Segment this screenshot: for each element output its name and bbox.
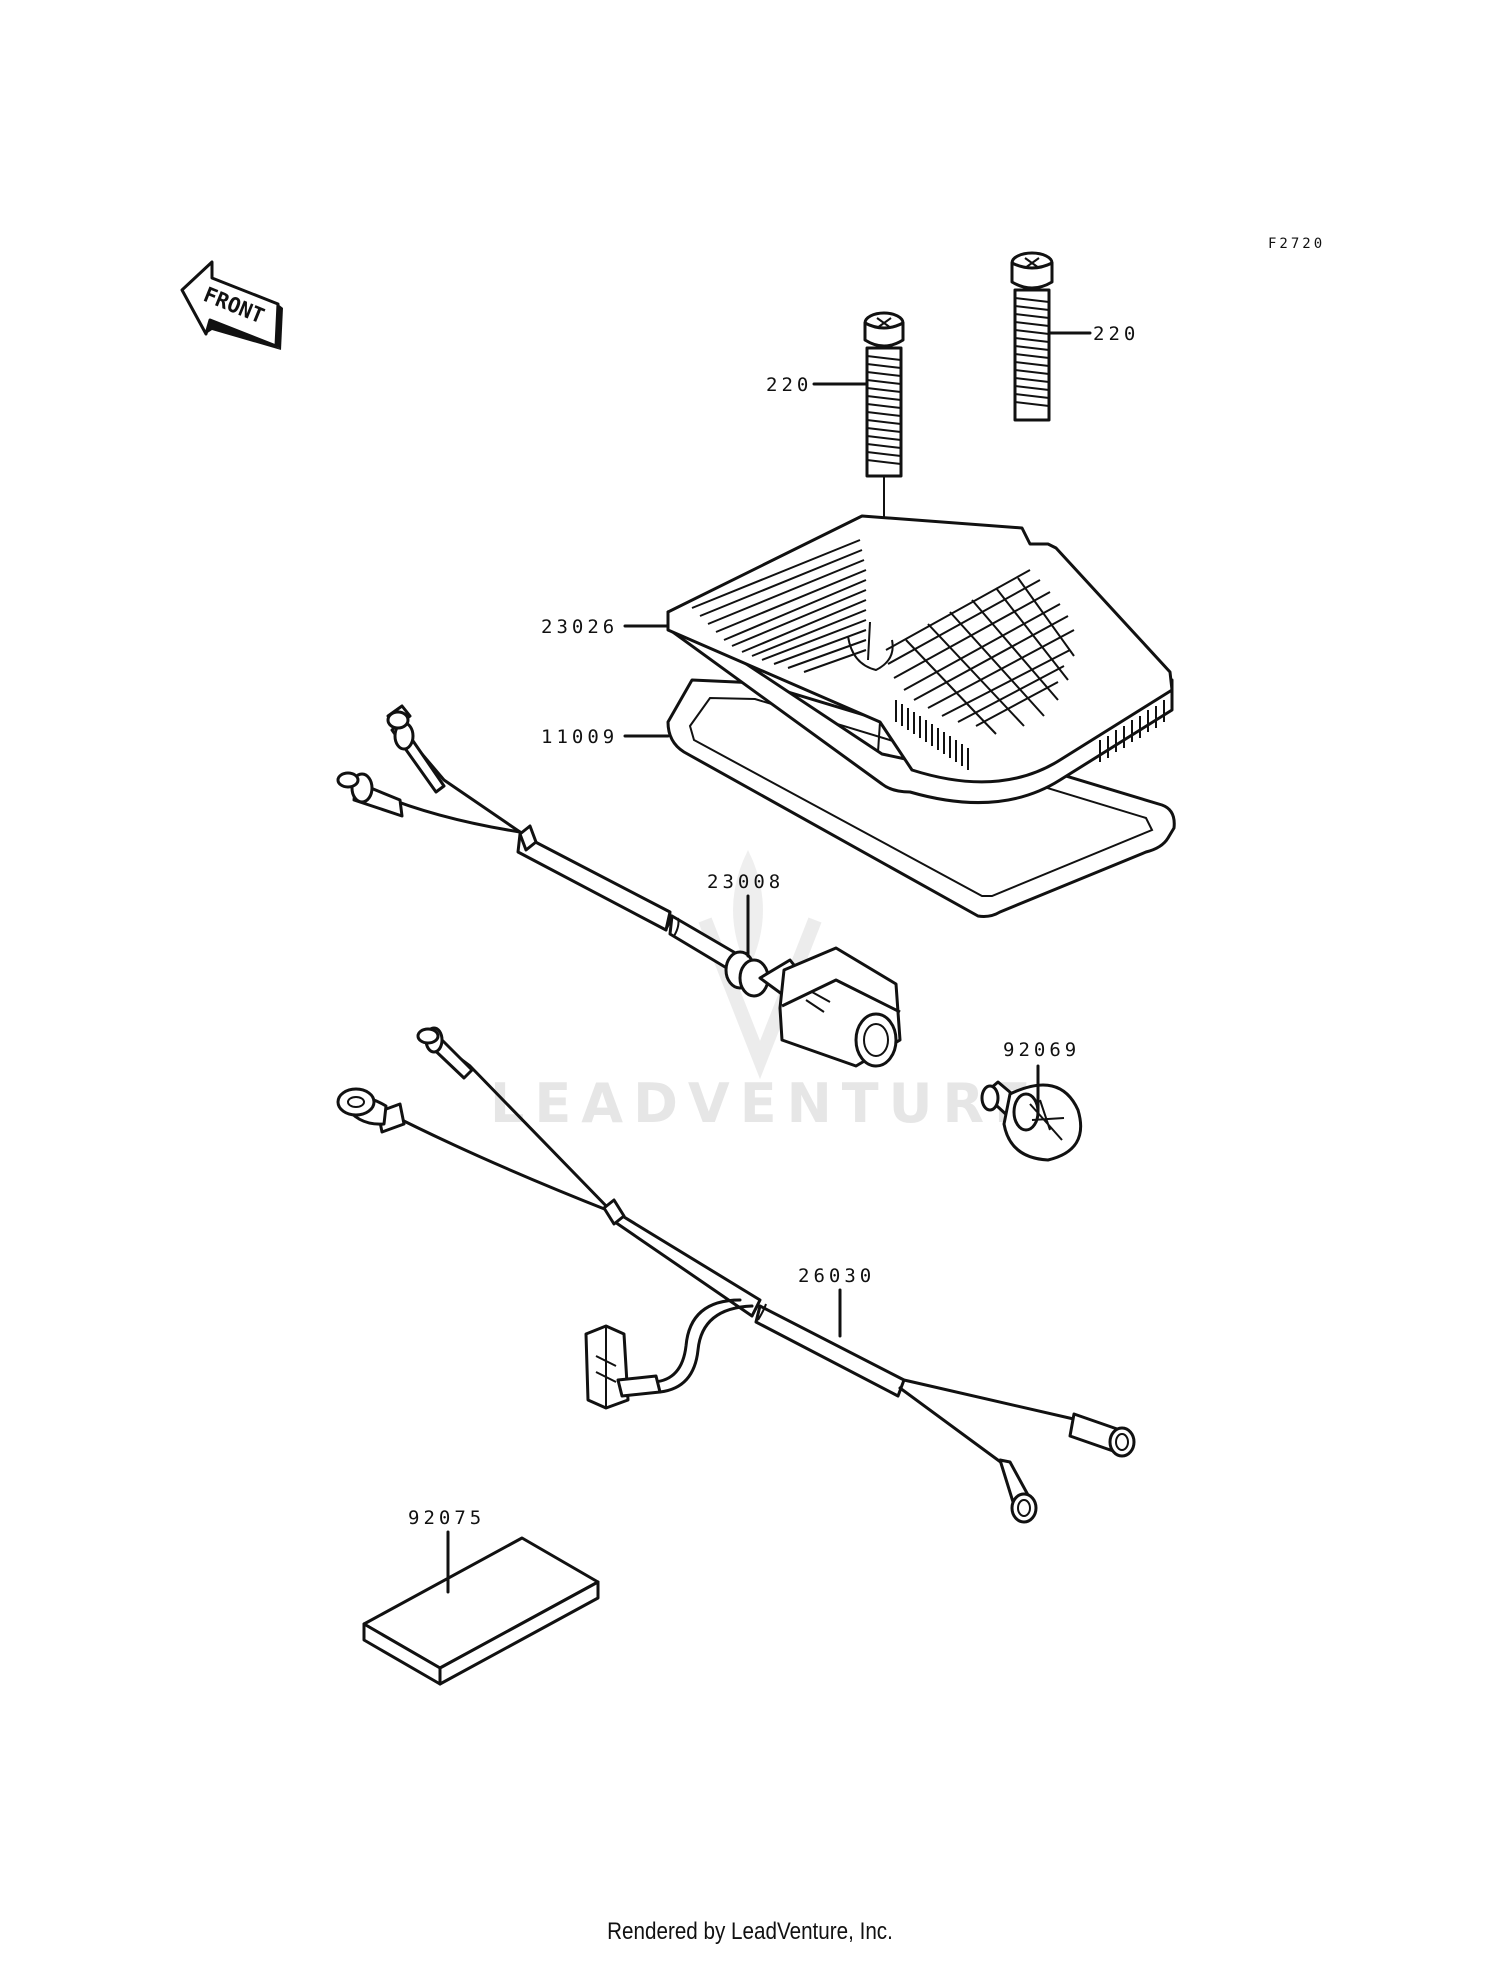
part-number-23008[interactable]: 23008	[707, 871, 784, 893]
front-arrow-icon: FRONT	[180, 260, 283, 350]
watermark-text: LEADVENTURE	[490, 1072, 1041, 1135]
screw-right[interactable]	[1010, 251, 1054, 422]
part-number-26030[interactable]: 26030	[798, 1265, 875, 1287]
socket[interactable]	[336, 704, 902, 1068]
lens-hatch-right	[885, 569, 1075, 735]
figure-code: F2720	[1268, 236, 1325, 252]
bulb[interactable]	[980, 1080, 1083, 1162]
part-number-92069[interactable]: 92069	[1003, 1039, 1080, 1061]
harness[interactable]	[336, 1026, 1136, 1524]
lens[interactable]	[666, 514, 1174, 805]
part-number-220-right[interactable]: 220	[1093, 323, 1139, 345]
pad[interactable]	[362, 1536, 600, 1686]
footer-credit: Rendered by LeadVenture, Inc.	[607, 1918, 893, 1945]
part-number-92075[interactable]: 92075	[408, 1507, 485, 1529]
part-number-11009[interactable]: 11009	[541, 726, 618, 748]
gasket[interactable]	[666, 678, 1176, 918]
part-number-23026[interactable]: 23026	[541, 616, 618, 638]
lens-hatch-left	[691, 539, 867, 673]
watermark: LEADVENTURE	[490, 850, 1041, 1135]
part-number-220-left[interactable]: 220	[766, 374, 812, 396]
